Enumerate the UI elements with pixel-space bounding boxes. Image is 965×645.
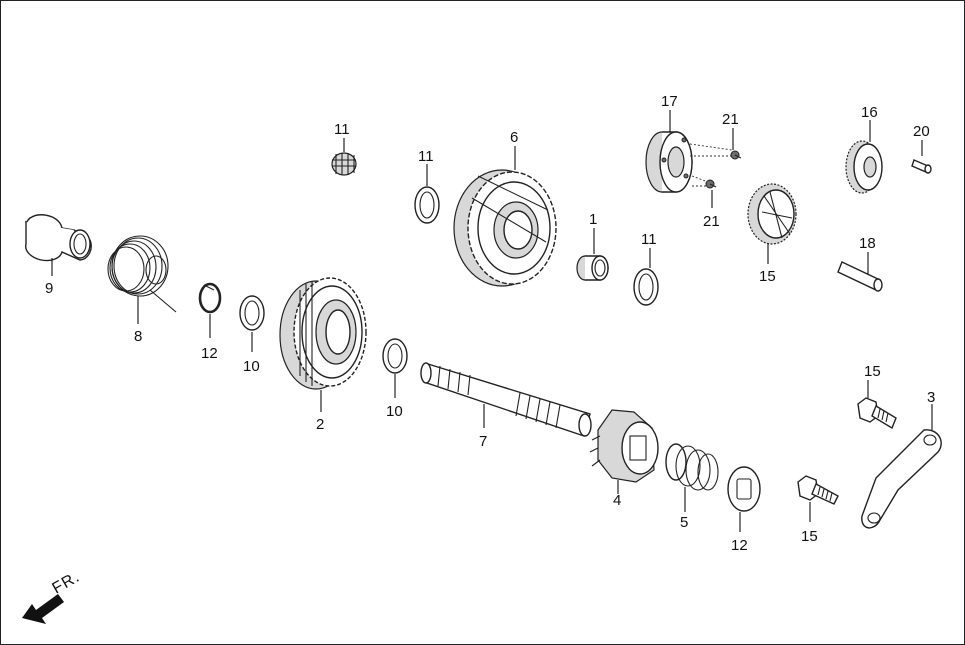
callout-5: 5 [680, 514, 688, 531]
callout-10-left: 10 [243, 358, 260, 375]
callout-21-upper: 21 [722, 111, 739, 128]
front-arrow-icon [22, 594, 64, 624]
callout-11-lower: 11 [641, 231, 657, 248]
part-14-circlip [198, 282, 222, 314]
part-1-bushing [576, 255, 609, 281]
part-10-washer-left [239, 295, 265, 331]
part-21-screws [689, 143, 742, 189]
part-7-shaft [420, 362, 592, 437]
part-9-bushing [24, 214, 92, 262]
callout-15-upper: 15 [864, 363, 881, 380]
part-11-washer-lower [633, 268, 659, 306]
part-4-kick-gear [589, 409, 659, 483]
part-18-bevel-gear [747, 183, 797, 245]
part-10-washer-right [382, 338, 408, 374]
callout-7: 7 [479, 433, 487, 450]
part-17-starter-clutch [645, 131, 693, 193]
callout-19: 18 [859, 235, 876, 252]
callout-13: 11 [334, 121, 350, 138]
part-19-pin [837, 261, 883, 292]
callout-6: 6 [510, 129, 518, 146]
part-20-pin [911, 159, 932, 174]
part-15-bolt-upper [857, 397, 897, 430]
callout-4: 4 [613, 492, 621, 509]
part-16-gear [845, 140, 883, 194]
callout-18: 15 [759, 268, 776, 285]
part-5-spring [665, 443, 719, 491]
callout-15-lower: 15 [801, 528, 818, 545]
part-8-spring [107, 235, 177, 313]
part-13-needle-bearing [331, 152, 357, 176]
callout-3: 3 [927, 389, 935, 406]
callout-2: 2 [316, 416, 324, 433]
callout-21-lower: 21 [703, 213, 720, 230]
part-2-driven-gear [279, 277, 367, 390]
callout-17: 17 [661, 93, 678, 110]
callout-8: 8 [134, 328, 142, 345]
part-15-bolt-lower [797, 475, 839, 505]
callout-14: 12 [201, 345, 218, 362]
callout-12: 12 [731, 537, 748, 554]
part-11-washer-upper [414, 186, 440, 224]
callout-20: 20 [913, 123, 930, 140]
callout-10-right: 10 [386, 403, 403, 420]
part-6-large-gear [453, 169, 557, 287]
part-12-square-washer [727, 466, 761, 512]
callout-11-upper: 11 [418, 148, 434, 165]
callout-16: 16 [861, 104, 878, 121]
callout-1: 1 [589, 211, 597, 228]
part-3-lever [861, 429, 942, 529]
callout-9: 9 [45, 280, 53, 297]
